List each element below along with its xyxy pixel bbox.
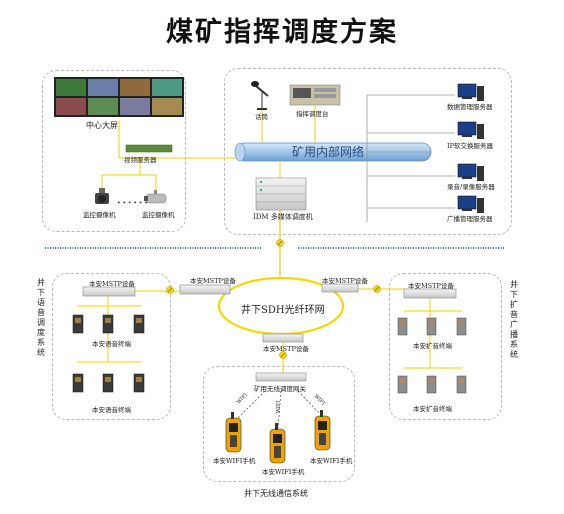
video-server-icon [125, 144, 173, 153]
server-ip-label: IP软交换服务器 [447, 142, 493, 150]
internal-network-label: 矿用内部网络 [292, 145, 365, 159]
server-recording-icon [457, 163, 484, 181]
gateway-label: 矿用无线调度网关 [254, 385, 306, 393]
broadcast-terminal-icon [426, 317, 437, 336]
microphone-label: 话筒 [255, 113, 268, 121]
broadcast-terminal-icon [456, 317, 467, 336]
dispatch-console-icon [289, 84, 341, 106]
right-mstp-device-icon [403, 288, 457, 299]
top-right-region [224, 68, 512, 235]
wifi-phone-right-icon [314, 410, 331, 451]
phone-mid-label: 本安WIFI手机 [262, 468, 305, 476]
right-mstp-label: 本安MSTP设备 [408, 282, 454, 290]
phone-left-label: 本安WIFI手机 [213, 457, 256, 465]
link-marker-right [373, 285, 381, 293]
broadcast-terminal-icon [397, 375, 408, 394]
center-screen-label: 中心大屏 [86, 121, 118, 130]
voice-group1-label: 本安语音终端 [92, 340, 131, 348]
server-data-label: 数据管理服务器 [447, 103, 493, 111]
wifi-label-mid: WIFI [275, 400, 282, 414]
ring-device-bottom-label: 本安MSTP设备 [263, 345, 309, 353]
ring-label: 井下SDH光纤环网 [241, 305, 325, 316]
voice-terminal-icon [102, 373, 114, 393]
phone-right-label: 本安WIFI手机 [310, 457, 353, 465]
server-ip-switch-icon [457, 121, 484, 139]
broadcast-group1-label: 本安扩音终端 [413, 342, 452, 350]
server-broadcast-icon [457, 195, 484, 213]
left-mstp-label: 本安MSTP设备 [89, 280, 135, 288]
voice-terminal-icon [102, 314, 114, 334]
ring-device-left-label: 本安MSTP设备 [190, 277, 236, 285]
top-left-region [42, 70, 186, 232]
camera-right-label: 监控摄像机 [142, 211, 175, 219]
ring-device-bottom-icon [262, 333, 304, 343]
internal-network-bar [234, 142, 432, 162]
voice-terminal-icon [72, 314, 84, 334]
camera-left-icon [95, 188, 109, 204]
wireless-gateway-icon [255, 372, 307, 382]
idm-label: IDM 多媒体调度机 [253, 213, 313, 221]
video-wall [54, 77, 184, 117]
server-broadcast-label: 广播管理服务器 [447, 215, 493, 223]
microphone-icon [251, 81, 269, 110]
wireless-region [203, 366, 355, 482]
server-data-icon [457, 83, 484, 101]
link-marker-top [276, 239, 284, 247]
voice-terminal-icon [133, 314, 145, 334]
diagram-title: 煤矿指挥调度方案 [166, 17, 398, 48]
voice-terminal-icon [133, 373, 145, 393]
ring-device-right-icon [321, 283, 359, 293]
server-recording-label: 录音/录像服务器 [447, 183, 495, 191]
broadcast-terminal-icon [456, 375, 467, 394]
left-mstp-device-icon [82, 286, 136, 297]
voice-terminal-icon [72, 373, 84, 393]
left-system-title: 井下语音调度系统 [37, 278, 45, 357]
wireless-caption: 井下无线通信系统 [244, 489, 308, 498]
ring-device-right-label: 本安MSTP设备 [322, 277, 368, 285]
idm-switch-icon [255, 177, 307, 211]
broadcast-terminal-icon [426, 375, 437, 394]
console-label: 指挥调度台 [296, 110, 329, 118]
svg-text:• • • • • •: • • • • • • [117, 200, 148, 207]
right-system-title: 井下扩音广播系统 [510, 280, 518, 359]
ring-device-left-icon [179, 284, 231, 295]
right-system-region [389, 273, 502, 420]
link-marker-bottom [279, 351, 287, 359]
wifi-phone-mid-icon [269, 423, 286, 464]
link-marker-left [166, 286, 174, 294]
video-server-label: 视频服务器 [124, 156, 157, 164]
left-system-region [52, 273, 171, 420]
voice-group2-label: 本安语音终端 [92, 406, 131, 414]
wifi-phone-left-icon [225, 412, 242, 453]
camera-right-icon [144, 190, 167, 204]
broadcast-group2-label: 本安扩音终端 [413, 405, 452, 413]
broadcast-terminal-icon [397, 317, 408, 336]
camera-left-label: 监控摄像机 [83, 211, 116, 219]
